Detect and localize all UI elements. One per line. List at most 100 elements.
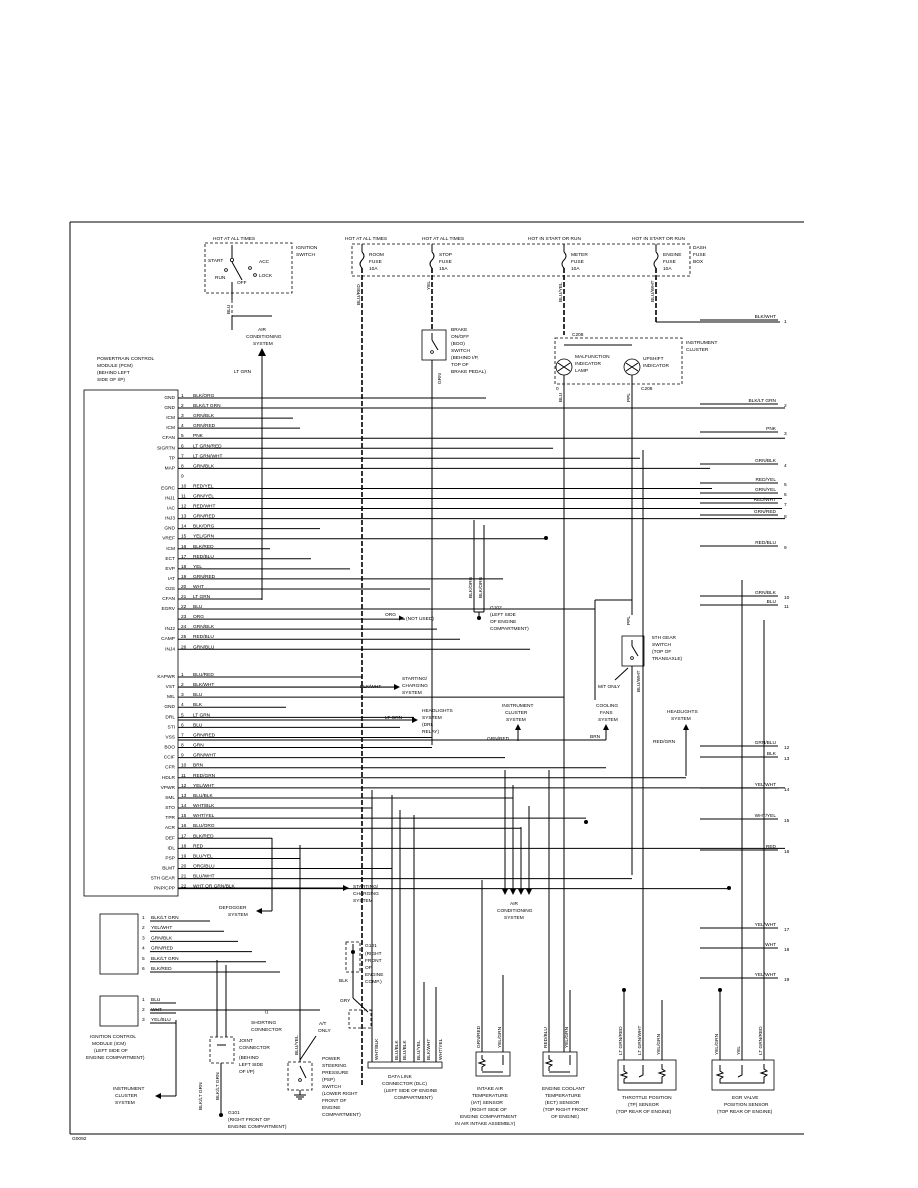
g102-label-4: COMPARTMENT)	[490, 626, 529, 632]
pcm-c1-pin-name: ICM	[166, 415, 175, 421]
pcm-c2-pin-num: 9	[181, 753, 184, 759]
pcm-c1-pin-num: 20	[181, 584, 187, 590]
pcm-c1-pin-wire: BLK/ORG	[193, 524, 215, 530]
ect-w1: RED/BLU	[543, 1027, 549, 1048]
ref-number: 10	[784, 595, 790, 601]
pcm-c1-pin-name: IAC	[167, 506, 176, 512]
pcm-c2-pin-name: HDLR	[162, 775, 176, 781]
pcm-c1-pin-name: ICM	[166, 425, 175, 431]
g101-bottom-1: G101	[228, 1110, 240, 1116]
pcm-c2-pin-name: GND	[164, 704, 175, 710]
pcm-c2-pin-wire: GRN/WHT	[193, 753, 216, 759]
iat-w2: YEL/GRN	[497, 1026, 503, 1048]
cooling-fans-wire: BRN	[590, 734, 601, 740]
joint-title-1: JOINT	[239, 1038, 253, 1044]
icm-title-1: IGNITION CONTROL	[90, 1034, 136, 1040]
pcm-c2-pin-name: STO	[165, 805, 175, 811]
fifth-gear-title-1: 5TH GEAR	[652, 635, 677, 641]
icm-title-2: MODULE (ICM)	[92, 1041, 126, 1047]
dlc-title-4: COMPARTMENT)	[394, 1095, 433, 1101]
starting2-title-1: STARTING/	[353, 884, 379, 890]
ref-wire-label: RED	[766, 844, 777, 850]
pcm-wire-routes	[178, 397, 785, 890]
pcm-c1-pin-name: SIGRTN	[157, 445, 176, 451]
egr-title-1: EGR VALVE	[732, 1095, 758, 1101]
pcm-c1-pin-num: 21	[181, 594, 187, 600]
ref-wire-label: BLK/LT GRN	[748, 398, 776, 404]
tps-w1: LT GRN/RED	[618, 1026, 624, 1055]
pcm-c1-pin-name: O2S	[165, 586, 175, 592]
fuse3-name: METER	[571, 252, 588, 258]
g101-bottom-ground-icon	[219, 1113, 223, 1117]
pcm-c1-pin-name: EVP	[165, 566, 175, 572]
psp-title-7: FRONT OF	[322, 1098, 346, 1104]
at-only-2: ONLY	[318, 1028, 332, 1034]
psp-title-2: STEERING	[322, 1063, 347, 1069]
cluster-system-arrow: INSTRUMENT CLUSTER SYSTEM GRN/RED	[487, 703, 534, 742]
pcm-c2-pin-name: VPWR	[161, 785, 176, 791]
ref-number: 2	[784, 403, 787, 409]
ect-title-3: (ECT) SENSOR	[545, 1100, 580, 1106]
psp-title-5: SWITCH	[322, 1084, 341, 1090]
pcm-c2-pin-name: DEF	[165, 835, 175, 841]
headlights1-title-3: (DRL	[422, 722, 434, 728]
iat-title-2: TEMPERATURE	[472, 1093, 508, 1099]
ac-top-1: AIR	[258, 327, 267, 333]
c208-label: C208	[572, 332, 584, 338]
pcm-c2-pin-name: 5TH GEAR	[151, 876, 176, 882]
pcm-c2-pin-name: IDL	[168, 845, 176, 851]
ref-number: 18	[784, 947, 790, 953]
fifth-gear-title-4: TRANSAXLE)	[652, 656, 683, 662]
iat-title-3: (IAT) SENSOR	[471, 1100, 503, 1106]
fuse4-wire: BLU/WHT	[650, 280, 656, 302]
dash-fuse-box: HOT AT ALL TIMES HOT AT ALL TIMES HOT IN…	[345, 236, 707, 277]
pcm-c2-pin-name: CFR	[165, 765, 175, 771]
pcm-c1-pin-name: INJ1	[165, 496, 175, 502]
pcm-c1-pin-name: EGRC	[161, 485, 175, 491]
pcm-c1-pin-num: 15	[181, 534, 187, 540]
pcm-c2-pin-name: STI	[168, 724, 175, 730]
ref-number: 17	[784, 927, 790, 933]
pcm-c2-pin-wire: BLU	[193, 692, 203, 698]
pcm-c2-pin-name: ACR	[165, 825, 176, 831]
joint-title-4: LEFT SIDE	[239, 1062, 263, 1068]
fifth-gear-box	[621, 635, 645, 667]
pcm-c1-pin-num: 4	[181, 423, 184, 429]
ref-number: 6	[784, 492, 787, 498]
icm-c1-pin-num: 3	[142, 935, 145, 941]
mil-label-3: LAMP	[575, 368, 588, 374]
ign-contact-2	[224, 268, 228, 272]
ignition-switch: HOT AT ALL TIMES IGNITION SWITCH START A…	[204, 236, 318, 330]
not-used-label: (NOT USED)	[406, 616, 434, 622]
g101-ground-icon	[351, 950, 355, 954]
ref-wire-label: YEL/WHT	[755, 922, 776, 928]
dlc-w1: WHT/BLK	[374, 1038, 380, 1060]
pcm-c2-pin-wire: YEL/WHT	[193, 783, 214, 789]
tp-sensor: LT GRN/RED LT GRN/WHT YEL/GRN THROTTLE P…	[616, 450, 677, 1115]
junction-dot-5	[718, 988, 722, 992]
iat-sensor: GRN/RED YEL/GRN INTAKE AIR TEMPERATURE (…	[455, 880, 517, 1127]
tps-title-1: THROTTLE POSITION	[622, 1095, 672, 1101]
icm-c1-pin-num: 1	[142, 915, 145, 921]
dlc-w5: BLK/WHT	[426, 1039, 432, 1060]
headlights1-title-4: RELAY)	[422, 729, 439, 735]
fusebox-title-2: FUSE	[693, 252, 706, 258]
psp-contact	[298, 1078, 302, 1082]
pcm-c2-pin-wire: LT GRN	[193, 712, 211, 718]
pcm-c1-pin-name: CFAN	[162, 435, 175, 441]
pcm-c2-pin-num: 13	[181, 793, 187, 799]
ect-title-2: TEMPERATURE	[545, 1093, 581, 1099]
pcm-c1-pin-name: VREF	[162, 536, 175, 542]
pcm-c1-pin-name: MAP	[165, 465, 175, 471]
ac-bottom-1: AIR	[510, 901, 519, 907]
iat-title-6: IN AIR INTAKE ASSEMBLY)	[455, 1121, 516, 1127]
egr-w3: LT GRN/RED	[758, 1026, 764, 1055]
ref-wire-label: RED/YEL	[755, 477, 776, 483]
pcm-c2-pin-wire: ORG/BLU	[193, 864, 215, 870]
headlights2-2: SYSTEM	[671, 716, 691, 722]
icm-c2-pin-wire: BLU	[151, 997, 161, 1003]
fuse3-wire: BLU/YEL	[558, 282, 564, 302]
g101-bottom-3: ENGINE COMPARTMENT)	[228, 1124, 287, 1130]
